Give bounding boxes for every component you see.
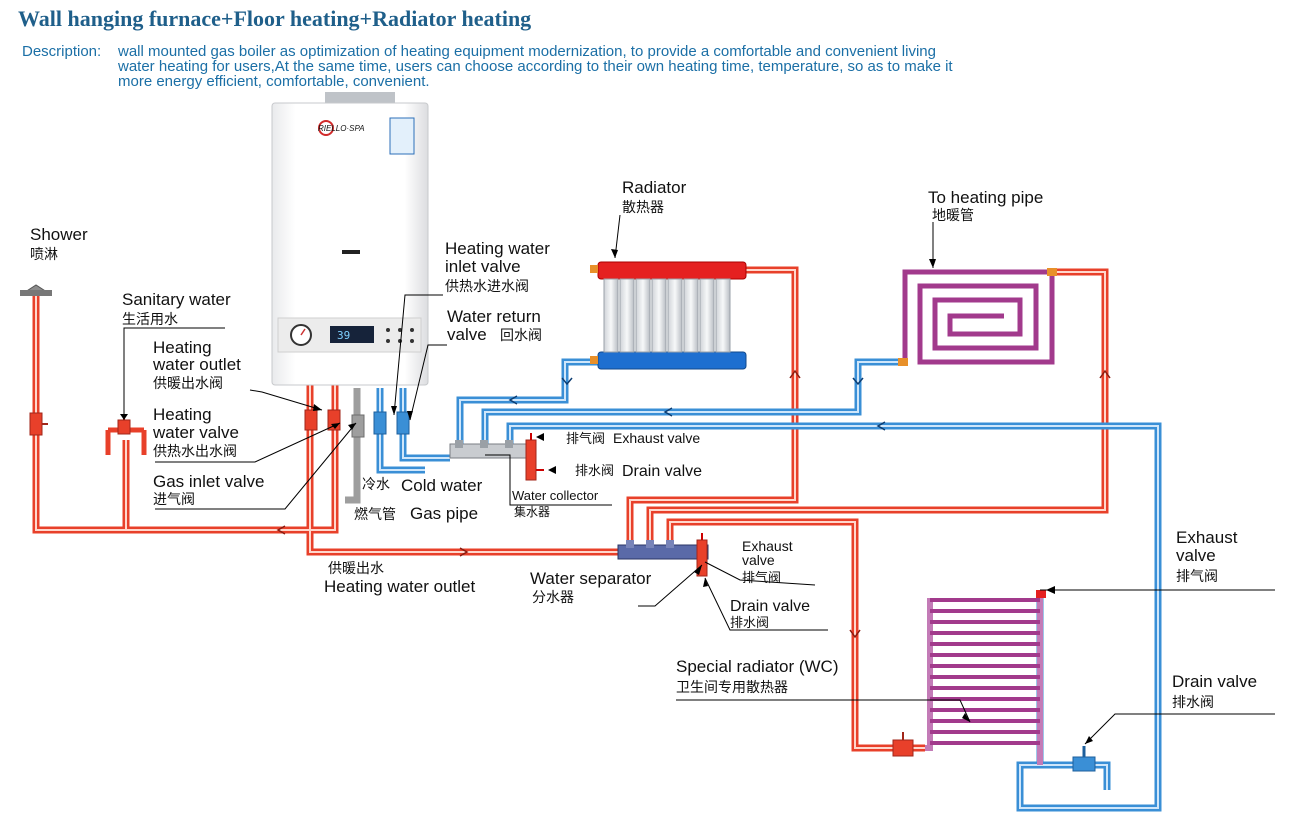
label-exhaust-valve-2-en1: Exhaust <box>742 538 793 554</box>
description-line-1: wall mounted gas boiler as optimization … <box>118 43 936 60</box>
label-water-separator-en: Water separator <box>530 569 652 588</box>
label-heating-inlet-cn: 供热水进水阀 <box>445 279 529 295</box>
label-exhaust-valve-2-en2: valve <box>742 552 775 568</box>
labels: Shower 喷淋 Sanitary water 生活用水 Heating wa… <box>30 178 1257 711</box>
boiler-display-value: 39 <box>337 329 350 342</box>
label-exhaust-valve-3-cn: 排气阀 <box>1176 569 1218 585</box>
floor-heating-coil <box>898 268 1057 366</box>
description-label: Description: <box>22 43 102 60</box>
sanitary-valves <box>29 412 147 455</box>
label-heating-valve-cn: 供热水出水阀 <box>153 444 237 460</box>
label-sanitary-en: Sanitary water <box>122 290 231 309</box>
label-cold-water-cn: 冷水 <box>362 477 390 493</box>
water-separator <box>617 533 709 577</box>
label-heating-outlet-en2: water outlet <box>152 355 241 374</box>
description-line-2: water heating for users,At the same time… <box>118 58 953 75</box>
special-radiator <box>892 590 1096 772</box>
description-line-3: more energy efficient, comfortable, conv… <box>118 73 430 90</box>
label-special-radiator-cn: 卫生间专用散热器 <box>676 680 788 696</box>
page-title: Wall hanging furnace+Floor heating+Radia… <box>18 6 532 31</box>
label-gas-pipe-cn: 燃气管 <box>354 506 396 523</box>
label-sanitary-cn: 生活用水 <box>122 312 178 328</box>
hot-pipes-core <box>35 269 1106 749</box>
label-drain-valve-2-cn: 排水阀 <box>730 616 769 631</box>
label-radiator-en: Radiator <box>622 178 687 197</box>
label-drain-valve-1-cn: 排水阀 <box>575 464 614 479</box>
label-drain-valve-3-en: Drain valve <box>1172 672 1257 691</box>
boiler-brand: RIELLO·SPA <box>318 124 365 133</box>
label-water-collector-cn: 集水器 <box>514 504 550 519</box>
label-heating-water-outlet-cn: 供暖出水 <box>328 561 384 577</box>
label-drain-valve-1-en: Drain valve <box>622 463 702 480</box>
label-heating-valve-en1: Heating <box>153 405 212 424</box>
label-drain-valve-2-en: Drain valve <box>730 598 810 615</box>
description: Description: wall mounted gas boiler as o… <box>22 44 1102 89</box>
water-collector <box>449 433 544 481</box>
label-shower-cn: 喷淋 <box>30 247 58 263</box>
label-to-heating-pipe-cn: 地暖管 <box>932 208 974 224</box>
label-heating-inlet-en1: Heating water <box>445 239 550 258</box>
label-water-collector-en: Water collector <box>512 488 599 503</box>
label-to-heating-pipe-en: To heating pipe <box>928 188 1043 207</box>
label-heating-outlet-en1: Heating <box>153 338 212 357</box>
label-radiator-cn: 散热器 <box>622 200 664 216</box>
brand-logo-icon <box>318 120 334 136</box>
label-gas-inlet-cn: 进气阀 <box>153 492 195 508</box>
label-cold-water-en: Cold water <box>401 476 483 495</box>
label-exhaust-valve-3-en2: valve <box>1176 546 1216 565</box>
gas-pipe <box>345 388 361 504</box>
label-exhaust-valve-3-en1: Exhaust <box>1176 528 1238 547</box>
label-special-radiator-en: Special radiator (WC) <box>676 657 839 676</box>
label-gas-inlet-en: Gas inlet valve <box>153 472 265 491</box>
label-drain-valve-3-cn: 排水阀 <box>1172 695 1214 711</box>
label-water-separator-cn: 分水器 <box>532 590 574 606</box>
label-exhaust-valve-1-en: Exhaust valve <box>613 430 700 446</box>
shower-head-icon <box>20 284 52 296</box>
label-exhaust-valve-1-cn: 排气阀 <box>566 431 605 447</box>
label-heating-water-outlet-en: Heating water outlet <box>324 577 475 596</box>
label-water-return-en1: Water return <box>447 307 541 326</box>
energy-label-icon <box>389 117 415 155</box>
leader-lines <box>123 214 1275 745</box>
label-heating-inlet-en2: inlet valve <box>445 257 521 276</box>
wall-boiler: RIELLO·SPA 39 <box>271 92 429 386</box>
label-water-return-en2: valve <box>447 325 487 344</box>
label-water-return-cn: 回水阀 <box>500 328 542 344</box>
radiator <box>590 261 747 370</box>
label-shower-en: Shower <box>30 225 88 244</box>
label-exhaust-valve-2-cn: 排气阀 <box>742 570 781 586</box>
label-heating-outlet-cn: 供暖出水阀 <box>153 376 223 392</box>
flow-arrows <box>276 369 1111 639</box>
boiler-display <box>330 326 374 343</box>
leader-arrowheads <box>120 249 1093 744</box>
label-gas-pipe-en: Gas pipe <box>410 504 478 523</box>
label-heating-valve-en2: water valve <box>152 423 239 442</box>
